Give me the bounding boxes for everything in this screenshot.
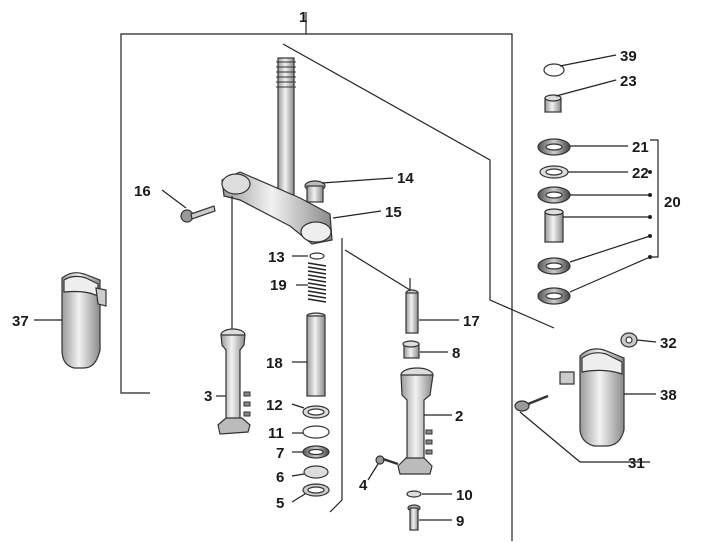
- fork-leg-right: [397, 367, 434, 475]
- left-cover: [61, 272, 107, 369]
- label-15: 15: [385, 204, 402, 221]
- headset-stack: [537, 63, 659, 305]
- label-39: 39: [620, 48, 637, 65]
- fork-bridge: [221, 171, 333, 245]
- label-9: 9: [456, 513, 464, 530]
- label-11: 11: [268, 425, 284, 442]
- small-screw: [375, 455, 399, 466]
- label-37: 37: [12, 313, 29, 330]
- label-13: 13: [268, 249, 285, 266]
- assembly-frame: [120, 12, 555, 541]
- label-7: 7: [276, 445, 284, 462]
- seal-rings: [302, 405, 330, 497]
- label-20: 20: [664, 194, 681, 211]
- bolt-part: [180, 205, 216, 223]
- label-16: 16: [134, 183, 151, 200]
- label-12: 12: [266, 397, 283, 414]
- label-18: 18: [266, 355, 283, 372]
- spring-part: [307, 252, 327, 303]
- label-38: 38: [660, 387, 677, 404]
- label-22: 22: [632, 165, 649, 182]
- steering-stem: [276, 57, 296, 199]
- damper-rod: [405, 278, 419, 334]
- label-8: 8: [452, 345, 460, 362]
- inner-tube: [306, 312, 326, 397]
- bushing-part: [402, 340, 420, 359]
- label-17: 17: [463, 313, 480, 330]
- callout-labels: 1 2 3 4 5 6 7 8 9 10 11 12 13 14 15 16 1…: [12, 9, 681, 530]
- label-3: 3: [204, 388, 212, 405]
- leader-lines: [34, 54, 657, 521]
- label-32: 32: [660, 335, 677, 352]
- label-1: 1: [299, 9, 307, 26]
- label-4: 4: [359, 477, 368, 494]
- label-10: 10: [456, 487, 473, 504]
- label-21: 21: [632, 139, 649, 156]
- label-6: 6: [276, 469, 284, 486]
- bottom-bolt: [406, 490, 422, 531]
- right-cover: [559, 348, 625, 447]
- label-19: 19: [270, 277, 287, 294]
- label-5: 5: [276, 495, 284, 512]
- cover-clip: [620, 332, 638, 348]
- label-2: 2: [455, 408, 463, 425]
- cap-part: [304, 180, 326, 203]
- label-14: 14: [397, 170, 414, 187]
- cover-screw: [514, 394, 549, 412]
- label-23: 23: [620, 73, 637, 90]
- label-31: 31: [628, 455, 645, 472]
- fork-leg-left: [217, 196, 251, 435]
